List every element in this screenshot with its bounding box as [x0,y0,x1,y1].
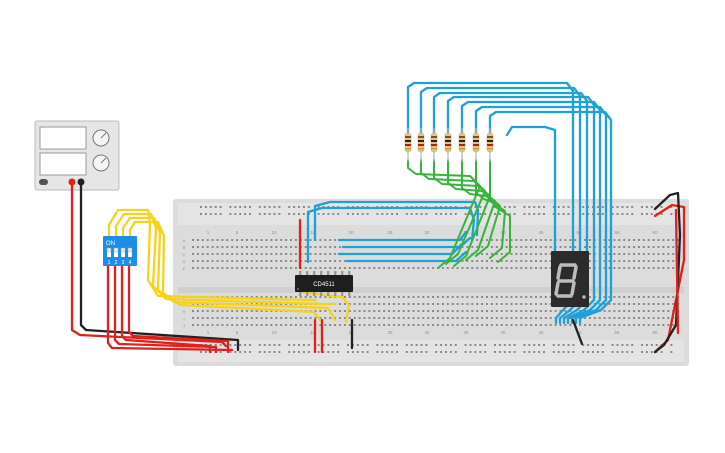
ic-pin [341,292,344,296]
seven-segment-display[interactable] [551,251,589,307]
column-number: 15 [310,330,316,335]
column-number: 5 [236,330,239,335]
display-segment [554,281,560,296]
wire[interactable] [489,159,511,263]
dip-toggle[interactable] [121,248,125,257]
column-number: 1 [207,230,210,235]
row-letter: A [183,238,186,243]
ic-pin [320,271,323,275]
ic-pin [313,292,316,296]
display-segment [556,265,562,280]
row-letter: H [183,309,186,314]
ic-pin [306,292,309,296]
ic-pin [327,292,330,296]
column-number: 15 [310,230,316,235]
power-supply[interactable] [34,120,120,191]
ic-pin [348,271,351,275]
column-number: 55 [614,330,620,335]
column-number: 20 [348,230,354,235]
ic-pin [348,292,351,296]
column-number: 50 [576,330,582,335]
wire[interactable] [407,159,481,269]
ic-pin [313,271,316,275]
column-number: 10 [271,230,277,235]
row-letter: E [183,266,186,271]
ic-pin [334,271,337,275]
dip-toggle[interactable] [114,248,118,257]
column-number: 45 [538,230,544,235]
ic-pin [320,292,323,296]
column-number: 30 [424,330,430,335]
column-number: 60 [652,330,658,335]
wire[interactable] [79,180,240,352]
column-number: 55 [614,230,620,235]
wire[interactable] [461,159,501,257]
wire[interactable] [433,159,491,267]
wire[interactable] [653,191,682,354]
row-letter: I [183,316,184,321]
wire[interactable] [406,81,575,325]
wire[interactable] [337,230,468,242]
wire[interactable] [127,264,230,354]
ic-pin [299,271,302,275]
decimal-point [582,295,586,299]
column-number: 10 [271,330,277,335]
row-letter: B [183,245,186,250]
column-number: 1 [207,330,210,335]
ic-label: CD4511 [313,282,335,288]
wire[interactable] [128,220,322,322]
wire[interactable] [106,264,234,352]
wire[interactable] [121,216,337,322]
column-number: 5 [236,230,239,235]
ic-cd4511[interactable]: CD4511 [295,271,353,296]
wire[interactable] [475,159,506,259]
ic-pin [306,271,309,275]
column-number: 45 [538,330,544,335]
row-letter: J [183,323,185,328]
wire[interactable] [460,100,602,325]
wire[interactable] [113,264,218,354]
column-number: 40 [500,330,506,335]
voltage-display [39,126,87,150]
wire[interactable] [120,264,212,354]
display-segment [570,281,576,296]
ic-pin [334,292,337,296]
ic-pin [299,292,302,296]
column-number: 60 [652,230,658,235]
wire[interactable] [571,318,584,346]
wire[interactable] [447,159,496,261]
dip-number: 2 [115,260,118,266]
display-segment [572,265,578,280]
power-switch-icon[interactable] [39,179,48,185]
wire[interactable] [505,125,557,253]
column-number: 25 [387,230,393,235]
wire[interactable] [114,212,337,306]
wire[interactable] [420,159,486,265]
column-number: 25 [387,330,393,335]
wire[interactable] [70,180,228,348]
dip-number: 3 [122,260,125,266]
row-letter: C [183,252,186,257]
dip-number: 4 [129,260,132,266]
dip-on-label: ON [106,241,115,247]
ic-pin [341,271,344,275]
wire[interactable] [674,208,680,335]
wire[interactable] [107,208,318,302]
dip-toggle[interactable] [128,248,132,257]
dip-toggle[interactable] [107,248,111,257]
column-number: 30 [424,230,430,235]
wire[interactable] [306,206,476,264]
column-number: 35 [463,330,469,335]
wire[interactable] [446,95,596,325]
wire[interactable] [488,110,613,325]
dip-number: 1 [108,260,111,266]
current-display [39,152,87,176]
ic-pin [327,271,330,275]
row-letter: D [183,259,186,264]
wire[interactable] [313,200,480,242]
wire[interactable] [345,250,468,263]
